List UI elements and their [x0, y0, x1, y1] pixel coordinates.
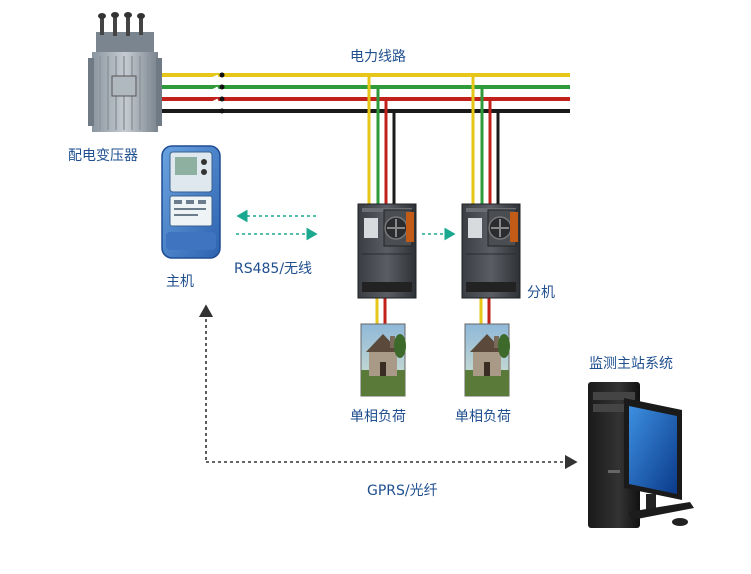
- switch-nodes: [219, 72, 225, 114]
- transformer-icon: [88, 12, 162, 132]
- computer-icon: [588, 382, 694, 528]
- load-label-2: 单相负荷: [455, 409, 511, 425]
- power-line-label: 电力线路: [350, 49, 406, 65]
- device-icon: [461, 203, 521, 299]
- house-icon: [464, 323, 510, 397]
- gprs-link: [198, 304, 578, 470]
- rs485-label: RS485/无线: [234, 261, 313, 277]
- drop-lines-1: [367, 75, 396, 205]
- monitor-station-label: 监测主站系统: [589, 356, 673, 372]
- house-icon: [360, 323, 406, 397]
- slave-label: 分机: [527, 285, 555, 301]
- transformer-label: 配电变压器: [68, 148, 138, 164]
- load-label-1: 单相负荷: [350, 409, 406, 425]
- load-wires: [375, 297, 491, 326]
- meter-icon: [161, 145, 221, 259]
- master-label: 主机: [166, 274, 194, 290]
- drop-lines-2: [471, 75, 500, 205]
- gprs-label: GPRS/光纤: [367, 483, 438, 499]
- switch-marks: [205, 62, 219, 108]
- power-lines: [160, 73, 570, 113]
- rs485-arrows: [236, 209, 456, 241]
- device-icon: [357, 203, 417, 299]
